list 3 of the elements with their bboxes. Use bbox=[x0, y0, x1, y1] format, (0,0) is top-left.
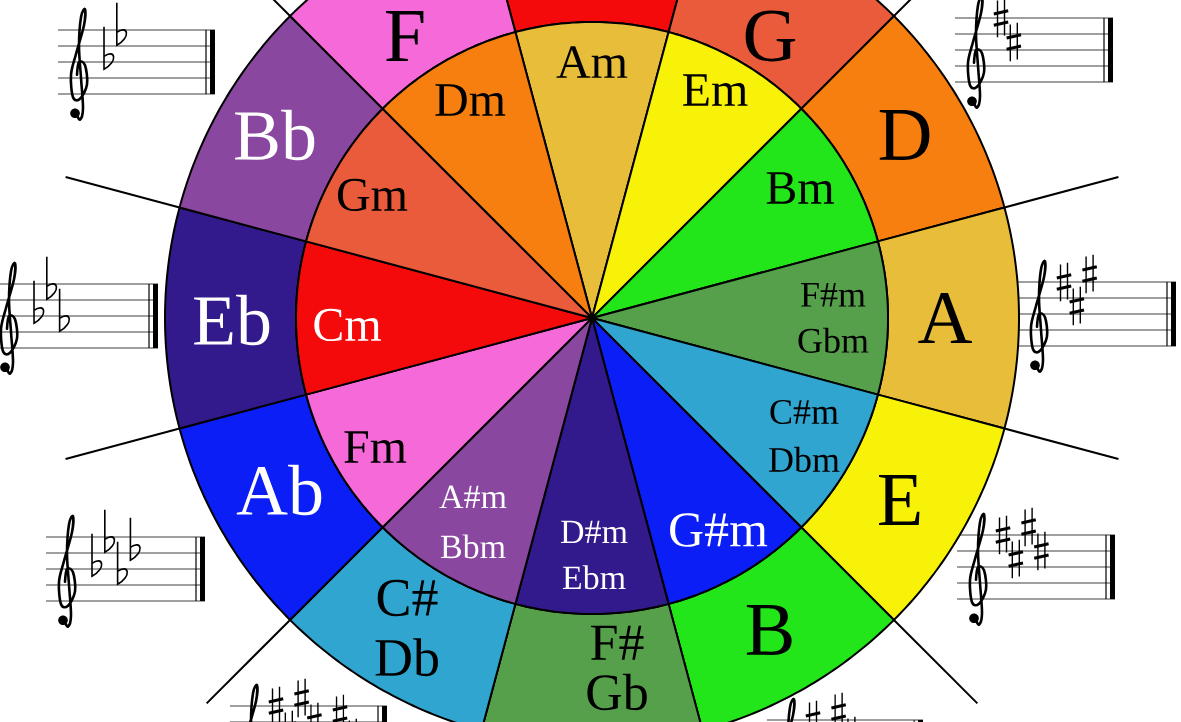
key-sector: F# Gb bbox=[481, 602, 703, 722]
key-sector: Eb bbox=[164, 206, 308, 430]
key-sector: A bbox=[876, 206, 1020, 430]
